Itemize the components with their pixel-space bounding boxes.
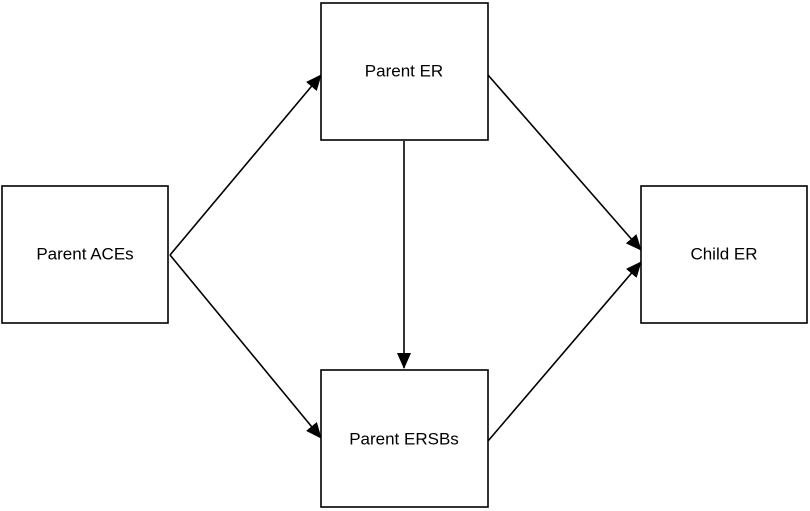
node-label: Parent ER — [365, 61, 443, 80]
edge-parent-aces-to-parent-ersbs — [169, 254, 322, 439]
node-parent-er: Parent ER — [320, 2, 489, 141]
node-label: Parent ACEs — [36, 244, 133, 263]
node-child-er: Child ER — [640, 185, 808, 324]
node-label: Parent ERSBs — [349, 429, 459, 448]
node-parent-aces: Parent ACEs — [1, 185, 169, 324]
edge-parent-er-to-child-er — [487, 74, 642, 251]
edges — [169, 74, 642, 442]
node-box — [640, 185, 808, 324]
node-parent-ersbs: Parent ERSBs — [320, 369, 489, 508]
node-label: Child ER — [690, 244, 757, 263]
node-box — [320, 2, 489, 141]
node-box — [1, 185, 169, 324]
edge-parent-ersbs-to-child-er — [487, 261, 642, 442]
edge-parent-aces-to-parent-er — [169, 74, 322, 256]
node-box — [320, 369, 489, 508]
